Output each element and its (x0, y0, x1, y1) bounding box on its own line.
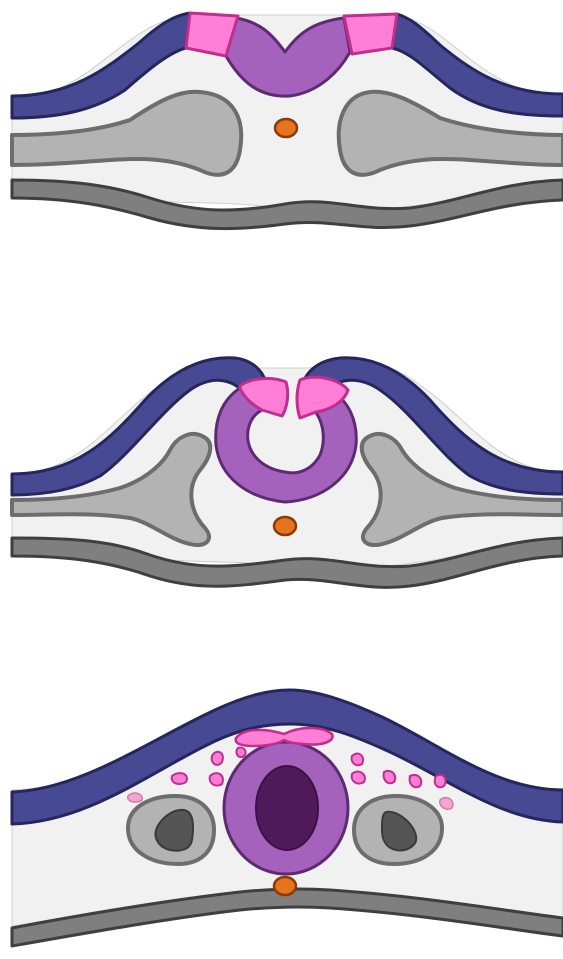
stage-2-neural-folds (12, 358, 563, 588)
stage-1-notochord (275, 119, 297, 137)
stage-3-crest-cell (212, 752, 223, 765)
stage-3-crest-cell (352, 772, 365, 784)
stage-3-crest-cell (210, 773, 223, 785)
stage-3-crest-cell (172, 773, 187, 784)
stage-3-neural-tube-inner (256, 766, 318, 850)
stage-3-crest-cell (440, 798, 453, 810)
stage-1-neural-plate (12, 13, 563, 229)
stage-3-crest-cell (410, 775, 422, 787)
stage-3-crest-cell (128, 793, 143, 802)
stage-3-crest-cell (236, 748, 245, 757)
stage-2-notochord (274, 517, 296, 535)
stage-1-neural-crest-right (344, 14, 397, 54)
stage-3-notochord (274, 877, 296, 895)
stage-3-crest-cell (435, 775, 446, 787)
stage-3-crest-cell (352, 754, 363, 766)
stage-3-crest-cell (384, 771, 396, 783)
stage-3-neural-tube (12, 690, 563, 946)
